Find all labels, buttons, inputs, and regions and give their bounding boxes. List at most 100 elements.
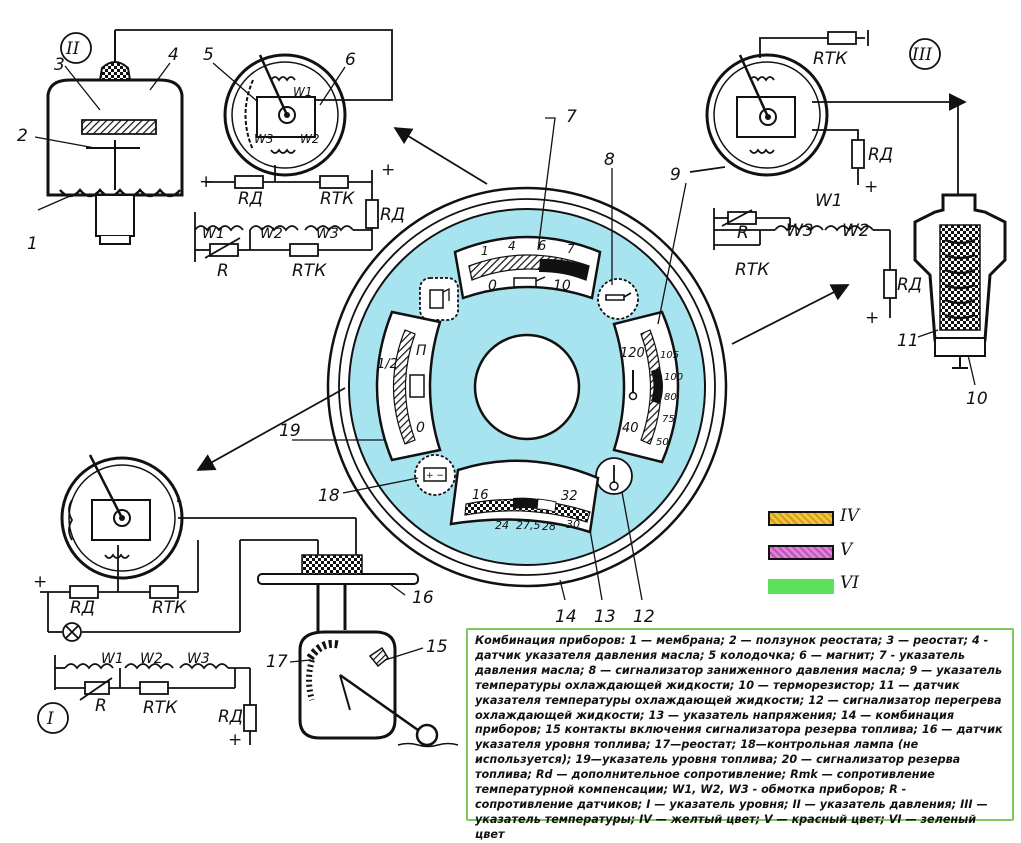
roman-II: II	[65, 39, 80, 59]
roman-II-circle	[60, 32, 92, 64]
callout-5: 5	[203, 45, 214, 65]
callout-16: 16	[412, 588, 434, 608]
w2-label-I: W2	[140, 651, 163, 667]
fuel-pump-icon	[409, 374, 425, 398]
oil-pressure-gauge: 1 4 6 7 0 10	[453, 235, 602, 300]
w1-label-II: W1	[202, 226, 225, 242]
swatch-V-label: V	[840, 540, 853, 560]
r-label-I: R	[95, 696, 107, 716]
volt-tick-30: 30	[566, 518, 580, 531]
battery-icon	[423, 467, 447, 482]
oil-label-0: 0	[488, 278, 497, 294]
roman-I: I	[46, 709, 54, 729]
plus-terminal-III-b: +	[865, 308, 879, 328]
fuel-level-sensor	[257, 554, 459, 748]
temp-label-40: 40	[622, 421, 639, 436]
voltmeter-gauge: 16 32 24 27,5 28 30	[449, 459, 600, 534]
swatch-VI-label: VI	[840, 573, 859, 593]
fuel-empty-label: 0	[416, 420, 425, 436]
w1-label-III: W1	[815, 191, 843, 211]
fuel-icon-lamp	[419, 277, 459, 321]
rtk-label-III-b: RТК	[735, 260, 770, 280]
callout-4: 4	[168, 45, 179, 65]
coil-w1-label: W1	[293, 85, 313, 99]
svg-text:+ −: + −	[426, 471, 444, 481]
arrow-to-oil-meter	[393, 127, 488, 185]
roman-I-circle	[37, 702, 69, 734]
fuel-half-label: 1/2	[377, 357, 398, 372]
volt-tick-27-5: 27,5	[516, 519, 541, 532]
needle	[258, 54, 289, 116]
oil-tick-7: 7	[567, 242, 575, 256]
fuel-full-label: П	[416, 343, 427, 359]
rd-label-I-b: RД	[218, 707, 243, 727]
swatch-red	[768, 545, 834, 560]
volt-tick-24: 24	[495, 519, 509, 532]
arrow-to-temp-sensor	[731, 284, 850, 345]
rd-label-I: RД	[70, 598, 95, 618]
oil-can-icon	[513, 276, 546, 288]
w2-label-III: W2	[842, 221, 870, 241]
temperature-sensor	[913, 193, 1007, 369]
oil-tick-1: 1	[481, 244, 489, 258]
plus-terminal-I-b: +	[228, 730, 242, 750]
low-oil-warning-lamp	[597, 278, 639, 320]
callout-3: 3	[54, 55, 65, 75]
temp-tick-75: 75	[662, 414, 675, 425]
meter-I-circuit	[40, 500, 357, 745]
plus-terminal-II: +	[199, 172, 213, 192]
oil-pressure-meter-II: W1 W3 W2	[223, 53, 347, 177]
swatch-yellow	[768, 511, 834, 526]
coolant-temperature-gauge: 120 40 105 100 80 75 50	[612, 310, 683, 464]
oil-can-icon	[605, 292, 632, 301]
rtk-label-III: RТК	[813, 49, 848, 69]
center-hole	[473, 333, 581, 441]
rd-label-II-b: RД	[380, 205, 405, 225]
meter-III-circuit	[713, 208, 897, 318]
volt-tick-28: 28	[542, 520, 556, 533]
callout-19: 19	[279, 421, 301, 441]
plus-terminal-II-b: +	[381, 160, 395, 180]
callout-17: 17	[266, 652, 288, 672]
w3-label-III: W3	[786, 221, 814, 241]
fuel-gauge: П 1/2 0	[375, 310, 442, 462]
callout-11: 11	[897, 331, 919, 351]
oil-pressure-sensor	[46, 29, 393, 245]
temperature-meter-III	[705, 53, 829, 177]
callout-8: 8	[604, 150, 615, 170]
callout-6: 6	[345, 50, 356, 70]
control-lamp: + −	[414, 454, 456, 496]
volt-label-16: 16	[472, 488, 489, 503]
w1-label-I: W1	[101, 651, 124, 667]
r-label-II: R	[217, 261, 229, 281]
callout-18: 18	[318, 486, 340, 506]
coil-w3-label: W3	[254, 132, 274, 146]
fuel-level-meter-I	[60, 454, 184, 580]
oil-tick-6: 6	[538, 239, 546, 254]
callout-15: 15	[426, 637, 448, 657]
arrow-to-fuel-meter	[196, 387, 346, 471]
callout-13: 13	[594, 607, 616, 627]
temp-label-120: 120	[620, 346, 645, 361]
rtk-label-II-b: RТК	[292, 261, 327, 281]
legend-text: Комбинация приборов: 1 — мембрана; 2 — п…	[475, 634, 1003, 841]
rd-label-III: RД	[868, 145, 893, 165]
w3-label-I: W3	[187, 651, 210, 667]
temp-tick-80: 80	[664, 392, 677, 403]
callout-2: 2	[17, 126, 28, 146]
volt-label-32: 32	[561, 489, 578, 504]
w2-label-II: W2	[260, 226, 283, 242]
oil-tick-4: 4	[508, 239, 516, 253]
oil-label-10: 10	[553, 278, 571, 294]
callout-10: 10	[966, 389, 988, 409]
coil-w2-label: W2	[300, 132, 320, 146]
thermometer-icon	[628, 370, 638, 401]
fuel-pump-icon	[429, 289, 444, 309]
roman-III: III	[911, 45, 932, 65]
rtk-label-II: RТК	[320, 189, 355, 209]
callout-9: 9	[670, 165, 681, 185]
temp-tick-105: 105	[660, 350, 679, 361]
needle	[738, 54, 770, 118]
